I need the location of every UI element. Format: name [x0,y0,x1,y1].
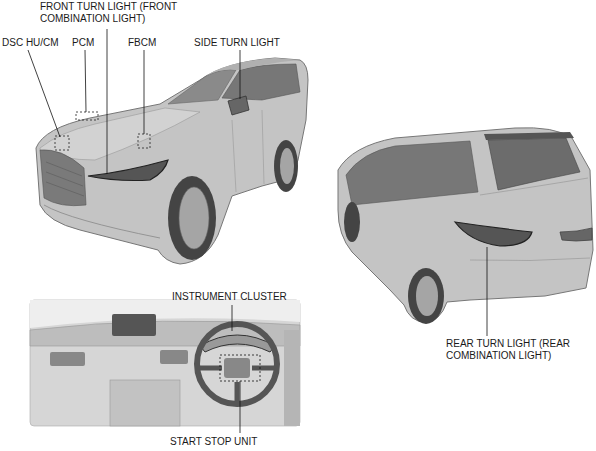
door-panel [284,330,300,426]
part-label: SIDE TURN LIGHT [194,37,280,49]
center-display [112,314,156,336]
vehicle-body [338,128,593,322]
dashboard-frame [30,300,300,426]
leader-line [85,50,86,112]
leader-line [240,381,241,433]
rear-wheel-rim [280,148,294,184]
leader-line [107,29,108,174]
part-label: PCM [72,37,94,49]
grille-lines [46,162,84,196]
hood-panel [40,108,200,160]
leader-line [28,50,60,137]
side-mirror [228,96,249,115]
front-wheel [168,176,216,260]
vehicle-body [36,58,308,264]
part-label: INSTRUMENT CLUSTER [172,291,287,303]
rear-turn-light [455,222,532,246]
air-vent [50,352,85,366]
rear-wheel [408,268,444,324]
fbcm-location [138,134,150,148]
leader-line [232,305,233,331]
roof [206,58,300,76]
rear-wheel-rim [416,276,438,316]
rear-wheel [274,140,298,192]
windshield [168,70,236,104]
grille [40,150,86,206]
roof-spoiler [484,132,574,140]
steering-hub [224,358,250,378]
dashboard-view [30,300,300,433]
leader-line [240,50,241,99]
rear-turn-light-right [560,228,592,241]
leader-line [487,247,488,336]
front-vehicle [28,29,308,264]
rear-vehicle [338,128,593,336]
part-label: REAR TURN LIGHT (REAR COMBINATION LIGHT) [446,338,592,362]
bumper-line [44,205,160,238]
rear-window [488,138,580,190]
leader-line [144,50,145,134]
start-stop-location [220,355,260,381]
front-wheel [344,202,360,242]
dsc-location [55,136,69,150]
steering-wheel [197,324,277,404]
front-wheel-rim [179,187,209,249]
side-windows [346,141,478,205]
tailgate-line [470,178,590,261]
leader-lines [28,29,240,174]
front-headlight [88,160,168,181]
door-line [232,110,264,192]
pcm-location [76,112,98,120]
part-label: DSC HU/CM [2,37,59,49]
air-vent [160,350,188,364]
center-console [110,380,180,426]
part-label: FBCM [128,37,156,49]
part-label: FRONT TURN LIGHT (FRONT COMBINATION LIGH… [40,1,190,25]
part-label: START STOP UNIT [170,436,257,448]
